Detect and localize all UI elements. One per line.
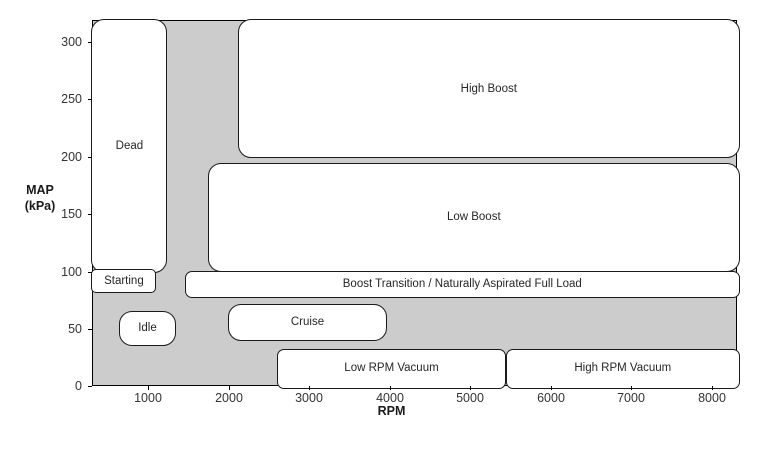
ytick-mark-100: [88, 272, 92, 274]
region-low-rpm-vacuum-label: Low RPM Vacuum: [344, 362, 439, 375]
plot-area: Dead High Boost Low Boost Starting Boost…: [91, 19, 740, 389]
region-dead[interactable]: Dead: [91, 19, 168, 274]
region-high-boost[interactable]: High Boost: [238, 19, 740, 159]
ytick-mark-0: [88, 386, 92, 388]
ytick-mark-300: [88, 42, 92, 44]
region-cruise[interactable]: Cruise: [228, 304, 387, 341]
ytick-label-300: 300: [61, 35, 82, 49]
ytick-label-250: 250: [61, 92, 82, 106]
xtick-label-2000: 2000: [215, 391, 243, 405]
xtick-label-8000: 8000: [698, 391, 726, 405]
xtick-mark-3000: [309, 386, 311, 390]
region-high-boost-label: High Boost: [460, 82, 517, 95]
ytick-label-200: 200: [61, 150, 82, 164]
region-idle-label: Idle: [138, 322, 157, 335]
xtick-mark-6000: [551, 386, 553, 390]
xtick-label-6000: 6000: [537, 391, 565, 405]
ytick-mark-150: [88, 214, 92, 216]
y-axis-title-line2: (kPa): [24, 198, 56, 213]
region-starting[interactable]: Starting: [91, 269, 157, 293]
region-boost-transition[interactable]: Boost Transition / Naturally Aspirated F…: [185, 271, 740, 298]
region-dead-label: Dead: [115, 140, 144, 153]
x-axis-title: RPM: [377, 404, 406, 418]
ytick-label-100: 100: [61, 265, 82, 279]
xtick-label-1000: 1000: [134, 391, 162, 405]
y-axis-title-line1: MAP: [26, 183, 54, 197]
xtick-label-5000: 5000: [456, 391, 484, 405]
xtick-label-4000: 4000: [376, 391, 404, 405]
ytick-mark-50: [88, 329, 92, 331]
ytick-mark-200: [88, 157, 92, 159]
region-high-rpm-vacuum-label: High RPM Vacuum: [574, 362, 672, 375]
region-low-rpm-vacuum[interactable]: Low RPM Vacuum: [277, 349, 506, 389]
xtick-mark-7000: [631, 386, 633, 390]
region-starting-label: Starting: [104, 274, 144, 287]
xtick-mark-5000: [470, 386, 472, 390]
xtick-mark-8000: [712, 386, 714, 390]
ytick-label-50: 50: [68, 322, 82, 336]
region-idle[interactable]: Idle: [119, 311, 176, 346]
ytick-mark-250: [88, 99, 92, 101]
region-cruise-label: Cruise: [290, 316, 325, 329]
region-low-boost-label: Low Boost: [446, 211, 501, 224]
region-boost-transition-label: Boost Transition / Naturally Aspirated F…: [342, 278, 582, 291]
xtick-mark-2000: [229, 386, 231, 390]
ytick-label-0: 0: [75, 379, 82, 393]
region-high-rpm-vacuum[interactable]: High RPM Vacuum: [506, 349, 740, 389]
xtick-mark-4000: [390, 386, 392, 390]
ytick-label-150: 150: [61, 207, 82, 221]
y-axis-title: MAP (kPa): [8, 183, 72, 214]
region-low-boost[interactable]: Low Boost: [208, 163, 740, 272]
xtick-label-3000: 3000: [295, 391, 323, 405]
xtick-label-7000: 7000: [617, 391, 645, 405]
xtick-mark-1000: [148, 386, 150, 390]
